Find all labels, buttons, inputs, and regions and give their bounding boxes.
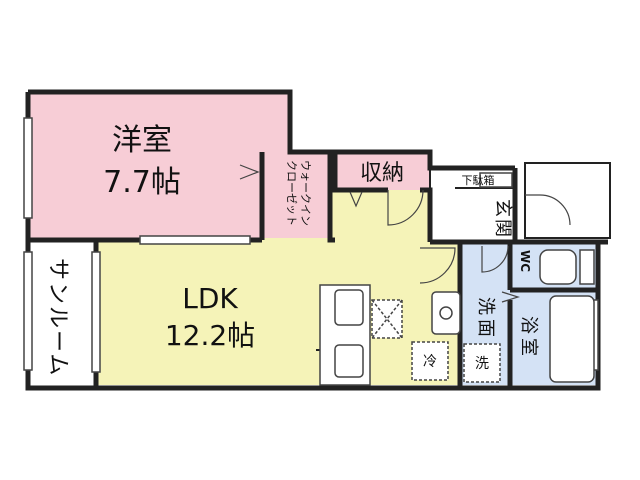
storage-fill [335, 152, 430, 190]
fixtures [371, 172, 595, 383]
kitchen-counter [319, 284, 371, 386]
ldk-name: LDK [182, 282, 238, 315]
western-room-name: 洋室 [112, 123, 172, 158]
storage-label: 収納 [360, 161, 404, 186]
walkin-closet-fill [262, 152, 330, 238]
western-room-size: 7.7帖 [103, 165, 181, 200]
washroom-label: 洗面 [475, 297, 496, 341]
wc-label: WC [518, 250, 532, 272]
bath-label: 浴室 [518, 316, 539, 360]
walls [25, 89, 608, 391]
sunroom-label: サンルーム [45, 258, 70, 377]
fridge-mark: 冷 [423, 354, 437, 370]
walkin-closet-label-2: クローゼット [285, 160, 298, 226]
western-room-fill [28, 92, 288, 240]
door-swings [239, 164, 571, 303]
ldk-size: 12.2帖 [165, 319, 255, 352]
shoebox-label: 下駄箱 [462, 173, 495, 187]
entrance-label: 玄関 [492, 199, 513, 239]
washer-mark: 洗 [475, 356, 489, 372]
thin-walls [316, 162, 611, 385]
walkin-closet-label-1: ウォークイン [299, 160, 312, 226]
